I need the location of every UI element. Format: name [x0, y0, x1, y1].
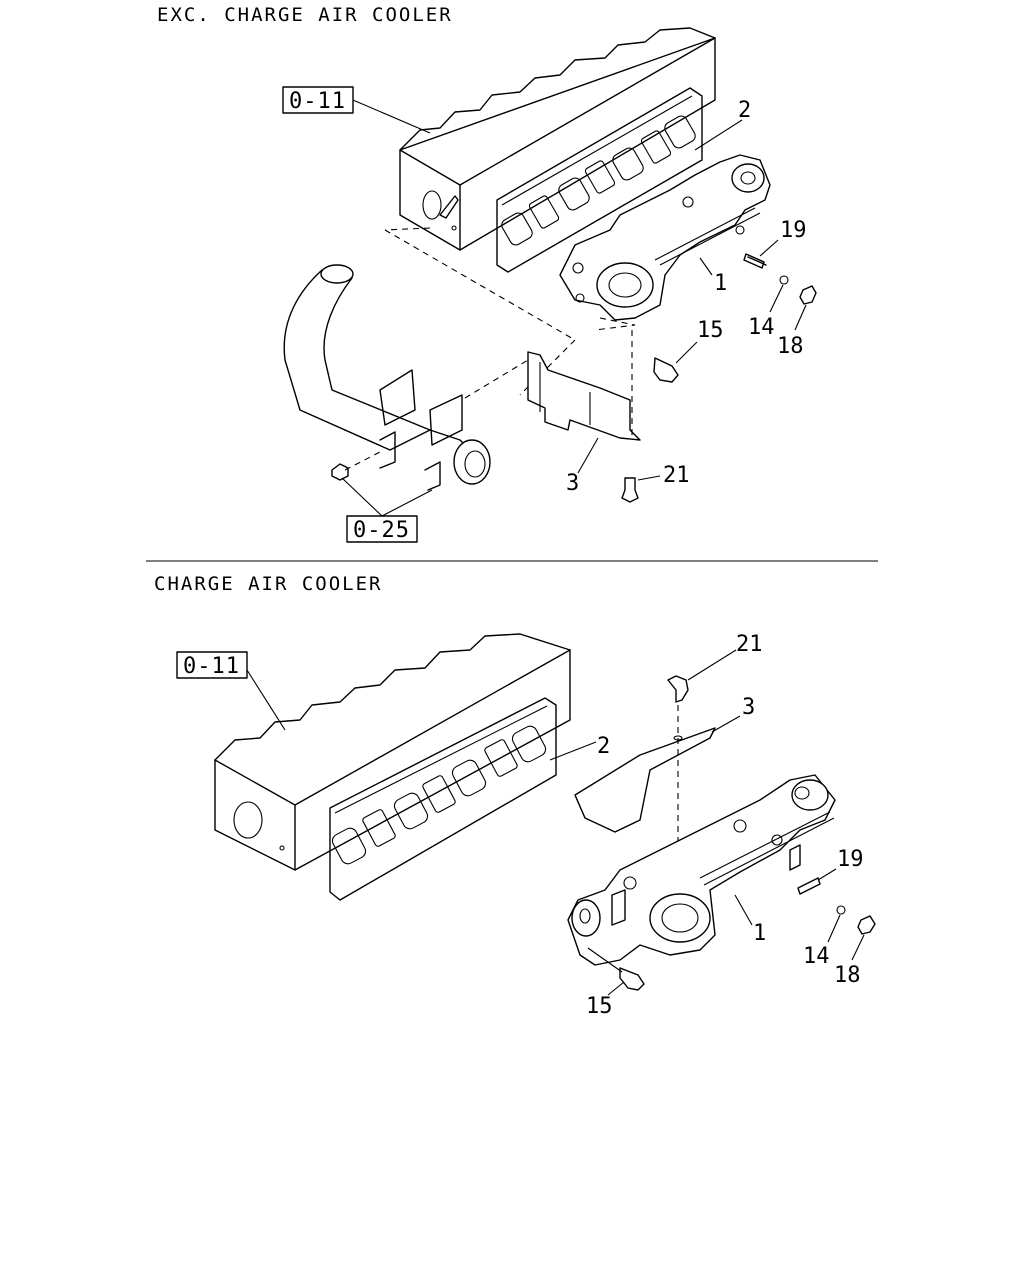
bolt-icon	[653, 357, 679, 383]
pipe-icon	[283, 264, 491, 491]
callout-1: 1	[714, 271, 727, 296]
callout-15: 15	[586, 994, 613, 1019]
callout-2: 2	[738, 98, 751, 123]
section-charge-air-cooler: CHARGE AIR COOLER	[154, 573, 876, 1019]
ref-box	[176, 651, 248, 679]
callout-3: 3	[742, 695, 755, 720]
washer-icon	[779, 275, 789, 285]
cylinder-head-icon	[214, 633, 571, 871]
exhaust-manifold-icon	[567, 774, 836, 966]
section-exc-charge-air-cooler: EXC. CHARGE AIR COOLER	[157, 4, 817, 543]
nut-icon	[857, 915, 876, 935]
callout-19: 19	[837, 847, 864, 872]
ref-label: 0-25	[353, 518, 410, 543]
callout-3: 3	[566, 471, 579, 496]
ref-label: 0-11	[289, 89, 346, 114]
callout-14: 14	[748, 315, 775, 340]
stud-icon	[797, 877, 821, 895]
ref-label: 0-11	[183, 654, 240, 679]
heat-shield-icon	[527, 351, 641, 441]
callout-2: 2	[597, 734, 610, 759]
section-title: CHARGE AIR COOLER	[154, 573, 382, 595]
bolt-icon	[667, 675, 689, 703]
callout-14: 14	[803, 944, 830, 969]
callout-21: 21	[736, 632, 763, 657]
callout-18: 18	[777, 334, 804, 359]
callout-19: 19	[780, 218, 807, 243]
nut-icon	[799, 285, 817, 305]
bolt-icon	[621, 477, 639, 503]
callout-1: 1	[753, 921, 766, 946]
manifold-gasket-icon	[329, 697, 557, 901]
section-title: EXC. CHARGE AIR COOLER	[157, 4, 453, 26]
washer-icon	[836, 905, 846, 915]
callout-21: 21	[663, 463, 690, 488]
manifold-gasket-icon	[496, 87, 703, 273]
heat-shield-icon	[574, 727, 716, 833]
bolt-icon	[619, 967, 645, 991]
stud-icon	[743, 253, 767, 269]
callout-15: 15	[697, 318, 724, 343]
exhaust-manifold-icon	[559, 154, 771, 321]
callout-18: 18	[834, 963, 861, 988]
